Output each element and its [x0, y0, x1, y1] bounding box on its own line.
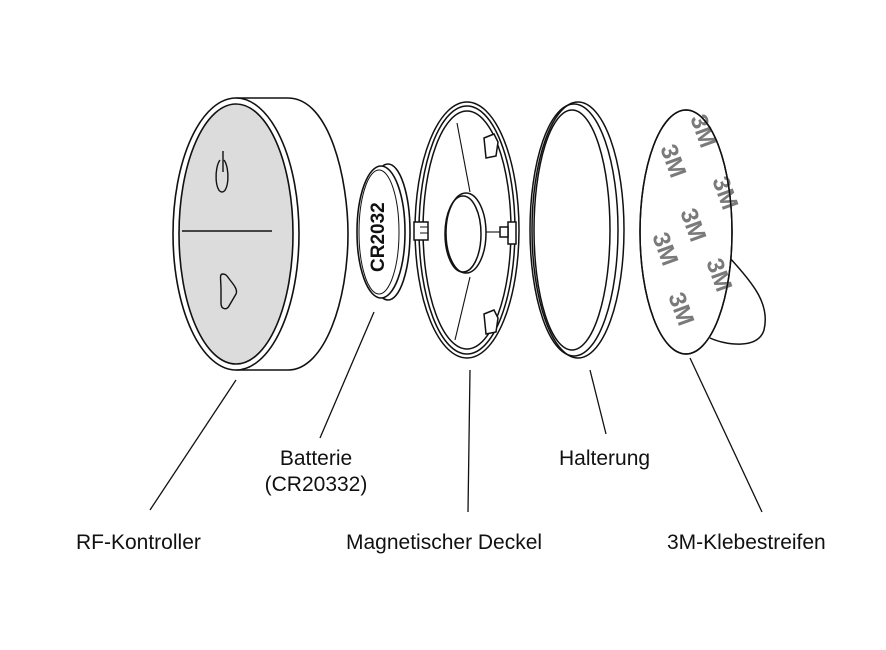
- label-battery-line2: (CR20332): [264, 473, 368, 496]
- leader-line-controller: [149, 379, 237, 511]
- magnetic-cover: [413, 101, 520, 359]
- battery-imprint: CR2032: [368, 202, 389, 272]
- adhesive-tape: 3M 3M 3M 3M 3M 3M 3M: [639, 109, 766, 355]
- leader-line-tape: [689, 357, 763, 513]
- label-magnetic-cover: Magnetischer Deckel: [346, 531, 543, 554]
- leader-line-cover: [467, 369, 471, 513]
- label-holder: Halterung: [559, 447, 651, 470]
- label-battery-line1: Batterie: [279, 447, 353, 470]
- leader-line-battery: [319, 311, 375, 439]
- leader-line-holder: [589, 369, 607, 435]
- arrow-right-icon[interactable]: [219, 273, 238, 310]
- battery: [356, 163, 411, 301]
- label-adhesive-tape: 3M-Klebestreifen: [667, 531, 826, 554]
- label-rf-controller: RF-Kontroller: [76, 531, 201, 554]
- rf-controller: [172, 97, 349, 371]
- power-icon[interactable]: [215, 151, 229, 193]
- label-battery: Batterie (CR20332): [252, 446, 380, 498]
- holder-ring: [529, 101, 625, 359]
- button-face: [178, 103, 294, 365]
